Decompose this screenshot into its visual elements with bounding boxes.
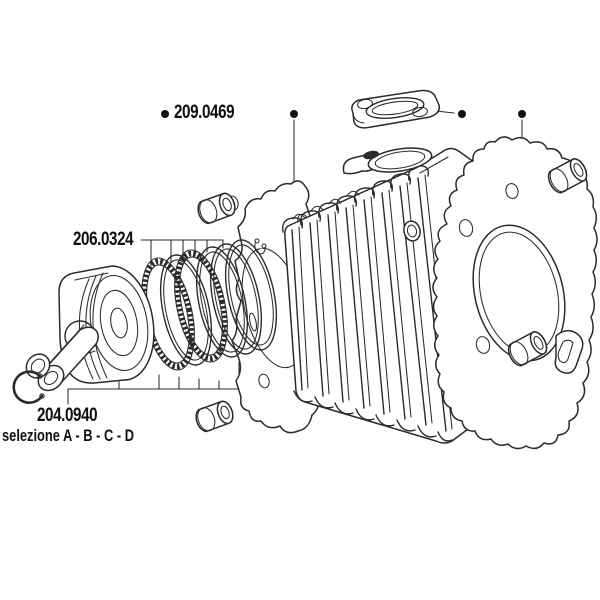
ring-plain-3 <box>209 243 263 355</box>
cylinder-bolt-hole <box>403 220 421 242</box>
part-dot-gasket-set <box>161 110 169 118</box>
top-plate-gasket <box>351 89 441 129</box>
head-gasket <box>432 136 598 450</box>
dowel-pin-top <box>197 192 236 225</box>
head-gasket-dowel-bottom <box>507 331 548 367</box>
part-number-gasket-set: 209.0469 <box>174 102 235 123</box>
part-dot-head-gasket <box>518 110 526 118</box>
ring-with-gap <box>224 237 278 351</box>
ring-plain-2 <box>195 246 249 358</box>
cylinder-fin-teeth <box>292 190 360 220</box>
ring-plain-1 <box>159 254 213 366</box>
head-gasket-dowel-top <box>547 158 588 194</box>
piston-selection-label: selezione A - B - C - D <box>2 427 135 445</box>
cylinder-fin-thickness <box>298 174 453 430</box>
dowel-pin-bottom <box>195 400 234 433</box>
part-number-piston-rings: 206.0324 <box>73 229 134 250</box>
ring-serrated-2 <box>174 249 228 363</box>
head-gasket-bore <box>472 224 566 362</box>
cylinder-top-slot <box>363 150 379 160</box>
part-dot-top-plate <box>458 110 466 118</box>
cylinder-spigot <box>367 147 433 173</box>
part-dot-base-gasket <box>290 110 298 118</box>
callout-bracket-rings <box>140 239 224 267</box>
part-number-piston: 204.0940 <box>37 405 98 426</box>
pin-circlip-open <box>12 370 45 404</box>
cylinder-fin-edges <box>291 177 447 432</box>
piston-ring-grooves <box>74 272 109 380</box>
cylinder-fin-scallops <box>293 390 453 442</box>
